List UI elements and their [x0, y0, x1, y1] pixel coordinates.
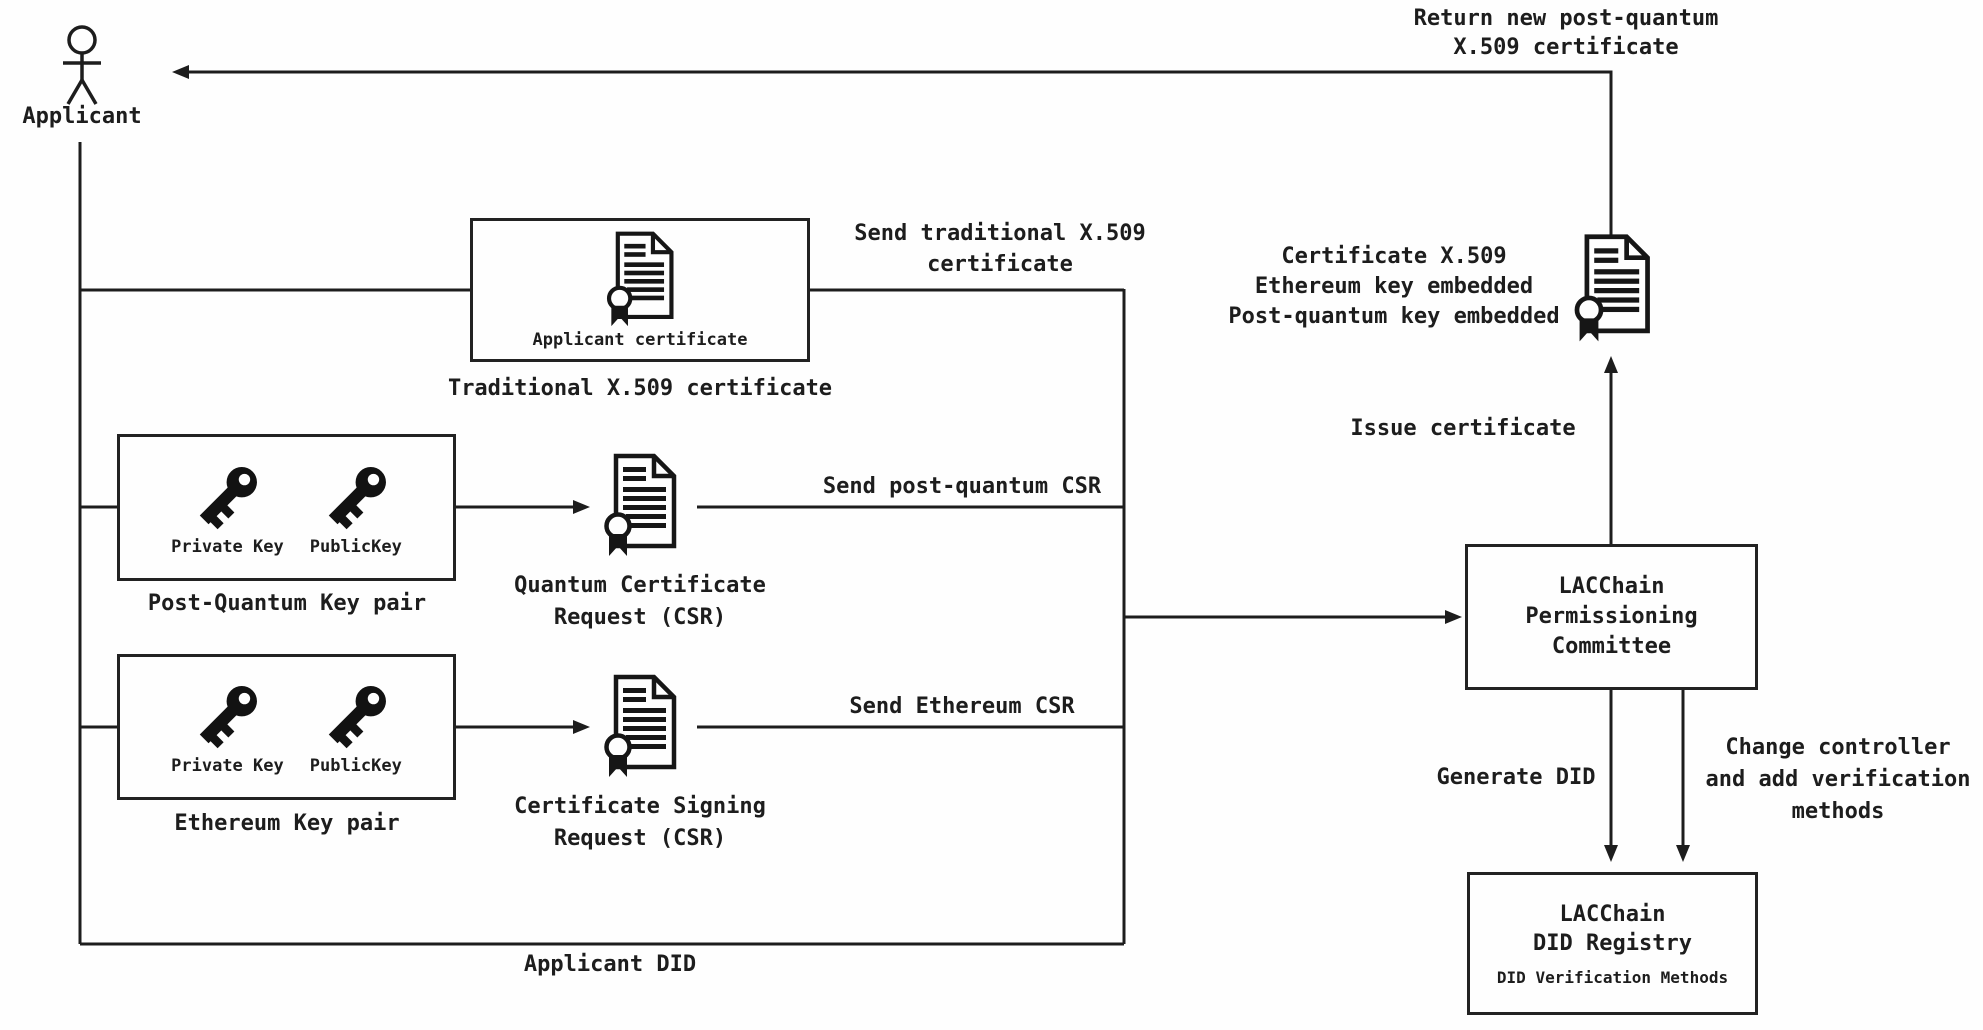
issued-certificate-text: Certificate X.509 Ethereum key embedded …: [1228, 242, 1559, 332]
issued-certificate-icon: [1574, 234, 1650, 342]
key-icon: [328, 686, 386, 749]
change-controller-line3: methods: [1791, 799, 1885, 824]
did-registry-box: LACChain DID Registry DID Verification M…: [1467, 872, 1758, 1015]
post-quantum-keypair-box: Private Key PublicKey: [117, 434, 456, 581]
send-traditional-line1: Send traditional X.509: [854, 221, 1146, 246]
signing-csr-label-line1: Certificate Signing: [514, 794, 766, 819]
send-traditional-label: Send traditional X.509 certificate: [854, 218, 1145, 280]
arrowhead-eth-csr: [573, 720, 590, 734]
post-quantum-keypair-label: Post-Quantum Key pair: [147, 591, 427, 616]
arrowhead-return: [172, 65, 189, 79]
quantum-csr-label-line2: Request (CSR): [553, 605, 727, 630]
change-controller-line2: and add verification: [1705, 767, 1971, 792]
eth-public-key: PublicKey: [310, 678, 402, 776]
send-ethereum-csr-label: Send Ethereum CSR: [849, 694, 1075, 719]
private-key-label: Private Key: [171, 536, 284, 557]
arrowhead-pq-csr: [573, 500, 590, 514]
pq-private-key: Private Key: [171, 459, 284, 557]
applicant-did-label: Applicant DID: [523, 952, 697, 977]
send-traditional-line2: certificate: [927, 252, 1073, 277]
return-certificate-label: Return new post-quantum X.509 certificat…: [1414, 4, 1719, 62]
arrowhead-committee: [1445, 610, 1462, 624]
issue-certificate-label: Issue certificate: [1350, 416, 1576, 441]
applicant-actor-icon: [63, 25, 101, 105]
change-controller-label: Change controller and add verification m…: [1706, 732, 1971, 828]
ethereum-keypair-box: Private Key PublicKey: [117, 654, 456, 800]
registry-line2: DID Registry: [1533, 931, 1692, 956]
pq-public-key: PublicKey: [310, 459, 402, 557]
traditional-certificate-box: Applicant certificate: [470, 218, 810, 362]
registry-caption: DID Verification Methods: [1496, 968, 1729, 987]
generate-did-label: Generate DID: [1436, 765, 1596, 790]
quantum-csr-icon: [604, 453, 677, 556]
signing-csr-label: Certificate Signing Request (CSR): [514, 791, 766, 855]
issued-certificate-line2: Ethereum key embedded: [1254, 274, 1534, 299]
committee-line2: Permissioning: [1525, 604, 1698, 629]
certificate-icon: [606, 231, 674, 327]
eth-private-key: Private Key: [171, 678, 284, 776]
edge-return-certificate: [188, 70, 1613, 235]
private-key-label: Private Key: [171, 756, 284, 776]
committee-line3: Committee: [1551, 634, 1672, 659]
applicant-certificate-caption: Applicant certificate: [532, 330, 748, 350]
key-icon: [200, 686, 258, 749]
change-controller-line1: Change controller: [1725, 735, 1951, 760]
registry-line1: LACChain: [1559, 902, 1666, 927]
quantum-csr-label-line1: Quantum Certificate: [514, 573, 766, 598]
public-key-label: PublicKey: [309, 756, 402, 776]
permissioning-committee-box: LACChain Permissioning Committee: [1465, 544, 1758, 690]
send-post-quantum-csr-label: Send post-quantum CSR: [822, 474, 1102, 499]
return-certificate-line2: X.509 certificate: [1453, 35, 1679, 60]
quantum-csr-label: Quantum Certificate Request (CSR): [514, 570, 766, 634]
signing-csr-icon: [604, 674, 677, 777]
arrowhead-issue: [1604, 356, 1618, 373]
ethereum-keypair-label: Ethereum Key pair: [174, 811, 400, 836]
issued-certificate-line1: Certificate X.509: [1281, 244, 1507, 269]
key-icon: [200, 466, 258, 529]
key-icon: [328, 466, 386, 529]
applicant-label: Applicant: [22, 104, 142, 129]
public-key-label: PublicKey: [309, 536, 402, 557]
signing-csr-label-line2: Request (CSR): [553, 826, 727, 851]
arrowhead-change-controller: [1676, 845, 1690, 862]
arrowhead-generate-did: [1604, 845, 1618, 862]
issued-certificate-line3: Post-quantum key embedded: [1228, 304, 1560, 329]
traditional-certificate-label: Traditional X.509 certificate: [447, 376, 833, 401]
committee-line1: LACChain: [1558, 574, 1665, 599]
return-certificate-line1: Return new post-quantum: [1413, 6, 1719, 31]
